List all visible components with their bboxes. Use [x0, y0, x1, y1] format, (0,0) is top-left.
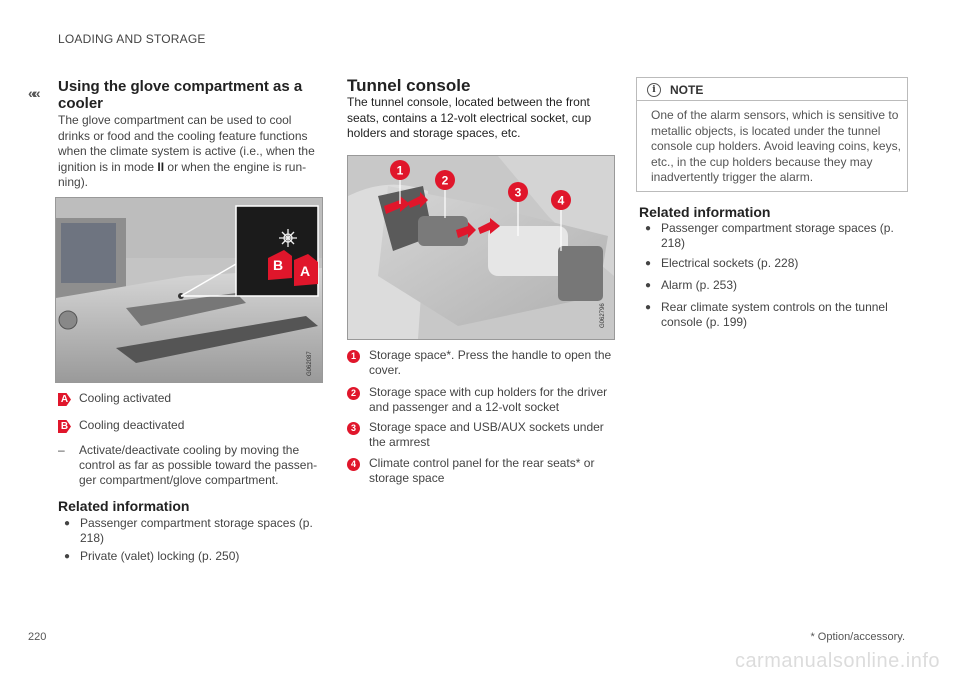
- console-legend-4: 4 Climate control panel for the rear sea…: [347, 456, 615, 486]
- callout-1-icon: 1: [347, 350, 360, 363]
- console-legend-1: 1 Storage space*. Press the handle to op…: [347, 348, 615, 378]
- bullet-icon: ●: [645, 302, 652, 313]
- watermark: carmanualsonline.info: [734, 650, 940, 672]
- legend-item-b: B Cooling deactivated: [58, 418, 323, 433]
- glove-cooler-intro: The glove compartment can be used to coo…: [58, 113, 315, 189]
- callout-4: 4: [558, 194, 565, 208]
- callout-3-icon: 3: [347, 422, 360, 435]
- info-icon: i: [647, 83, 661, 97]
- glove-compartment-figure: B A G062087: [55, 197, 323, 383]
- related-title-2: Related information: [639, 204, 771, 220]
- note-text: One of the alarm sensors, which is sensi…: [651, 108, 901, 184]
- footnote: * Option/accessory.: [810, 631, 905, 643]
- step-item: – Activate/deactivate cooling by moving …: [58, 443, 318, 487]
- callout-2-icon: 2: [347, 387, 360, 400]
- tunnel-console-figure: 1 2 3 4 G062796: [347, 155, 615, 340]
- label-a-icon: A: [58, 393, 71, 406]
- tunnel-console-intro: The tunnel console, located between the …: [347, 95, 592, 140]
- chevron-icon: ««: [28, 85, 40, 101]
- tunnel-console-title: Tunnel console: [347, 76, 471, 95]
- related-title-1: Related information: [58, 498, 190, 514]
- legend-item-a: A Cooling activated: [58, 391, 323, 406]
- bullet-icon: ●: [645, 258, 652, 269]
- related-link-1[interactable]: ●Passenger compartment storage spaces (p…: [58, 516, 320, 546]
- tunnel-console-section: Tunnel console The tunnel console, locat…: [347, 77, 609, 142]
- callout-2: 2: [442, 174, 449, 188]
- related-link-3[interactable]: ●Passenger compartment storage spaces (p…: [639, 221, 904, 251]
- bullet-icon: ●: [64, 551, 71, 562]
- callout-4-icon: 4: [347, 458, 360, 471]
- page-number: 220: [28, 631, 47, 643]
- figure-label-a: A: [300, 263, 310, 279]
- bullet-icon: ●: [64, 518, 71, 529]
- dash-icon: –: [58, 443, 65, 457]
- bullet-icon: ●: [645, 280, 652, 291]
- note-title: NOTE: [670, 83, 704, 97]
- related-link-4[interactable]: ●Electrical sockets (p. 228): [639, 256, 904, 271]
- console-legend-3: 3 Storage space and USB/AUX sockets unde…: [347, 420, 615, 450]
- note-divider: [637, 100, 907, 101]
- figure-code: G062796: [600, 303, 606, 328]
- glove-cooler-title: Using the glove compartment as a cooler: [58, 78, 303, 112]
- related-link-6[interactable]: ●Rear climate system controls on the tun…: [639, 300, 904, 330]
- note-header: i NOTE: [647, 83, 703, 97]
- callout-3: 3: [515, 186, 522, 200]
- related-link-5[interactable]: ●Alarm (p. 253): [639, 278, 904, 293]
- callout-1: 1: [397, 164, 404, 178]
- section-title: LOADING AND STORAGE: [58, 32, 206, 46]
- bullet-icon: ●: [645, 223, 652, 234]
- figure-label-b: B: [273, 257, 283, 273]
- label-b-icon: B: [58, 420, 71, 433]
- related-link-2[interactable]: ●Private (valet) locking (p. 250): [58, 549, 320, 564]
- glove-cooler-section: Using the glove compartment as a cooler …: [58, 78, 320, 191]
- note-box: i NOTE One of the alarm sensors, which i…: [636, 77, 908, 192]
- console-legend-2: 2 Storage space with cup holders for the…: [347, 385, 615, 415]
- figure-code: G062087: [307, 351, 313, 376]
